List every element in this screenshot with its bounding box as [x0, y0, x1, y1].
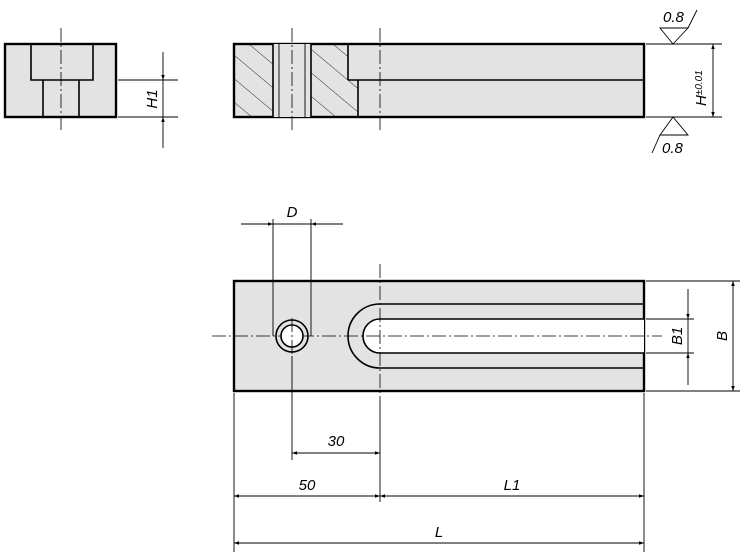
l-label: L	[435, 524, 443, 541]
b-label: B	[714, 331, 731, 341]
roughness-symbol-top	[659, 9, 698, 45]
h-label: H±0.01	[693, 70, 710, 106]
d-label: D	[287, 204, 298, 221]
b1-label: B1	[669, 327, 686, 345]
dim-50-label: 50	[299, 477, 316, 494]
h1-label: H1	[144, 89, 161, 108]
end-view-slot-profile	[30, 44, 94, 117]
plan-view: D B1 B 30 50 L1 L	[212, 204, 740, 552]
end-view: H1	[3, 28, 178, 148]
roughness-bottom-label: 0.8	[662, 140, 684, 157]
l1-label: L1	[504, 477, 521, 494]
roughness-top-label: 0.8	[663, 9, 685, 26]
dim-30-label: 30	[328, 433, 345, 450]
front-section-view: H±0.01 0.8 0.8	[232, 9, 722, 157]
roughness-symbol-bottom	[651, 116, 689, 154]
